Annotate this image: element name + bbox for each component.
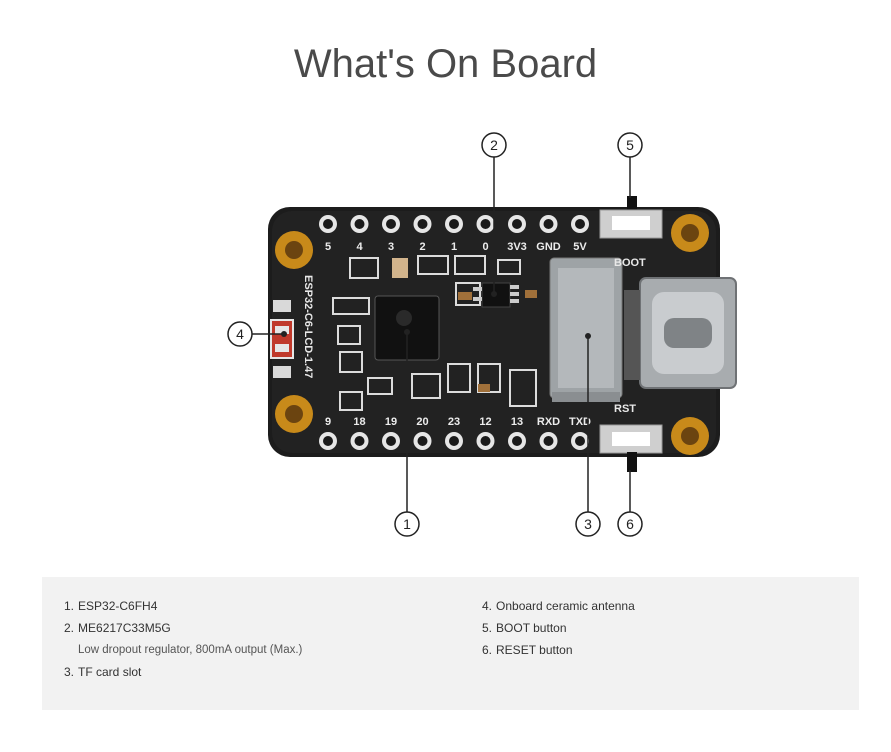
legend-item-6: 6.RESET button (482, 643, 573, 657)
svg-text:6: 6 (626, 516, 634, 532)
bottom-pin-hole-center-2 (386, 436, 396, 446)
callout-5: 5 (617, 132, 643, 158)
legend-item-5: 5.BOOT button (482, 621, 567, 635)
bottom-pin-label-8: TXD (569, 416, 591, 428)
top-pin-label-5: 0 (482, 241, 488, 253)
callout-6: 6 (617, 511, 643, 537)
bottom-pin-hole-center-5 (480, 436, 491, 446)
legend-item-3: 3.TF card slot (64, 665, 142, 679)
top-pin-label-2: 3 (388, 241, 394, 253)
top-pin-label-0: 5 (325, 241, 331, 253)
callout-1: 1 (394, 511, 420, 537)
legend-panel: 1.ESP32-C6FH4 2.ME6217C33M5G Low dropout… (42, 577, 859, 710)
esp32-chip (374, 295, 440, 361)
bottom-pin-hole-center-3 (417, 436, 428, 446)
svg-text:3: 3 (584, 516, 592, 532)
top-pin-hole-center-7 (543, 219, 554, 229)
ceramic-antenna (270, 300, 294, 378)
bottom-pin-labels: 9 18 19 20 23 12 13 RXD TXD (325, 416, 591, 428)
usb-c-connector (624, 277, 737, 389)
svg-text:4: 4 (236, 326, 244, 342)
legend-item-2-description: Low dropout regulator, 800mA output (Max… (78, 644, 303, 656)
svg-text:5: 5 (626, 137, 634, 153)
crystal (392, 258, 408, 278)
bottom-pin-label-3: 20 (416, 416, 428, 428)
top-pin-hole-center-6 (512, 219, 522, 229)
boot-button (599, 196, 663, 239)
callout-dots (281, 291, 591, 339)
top-pin-hole-center-4 (449, 219, 459, 229)
top-pin-label-4: 1 (451, 241, 457, 253)
bottom-pin-hole-center-4 (449, 436, 459, 446)
bottom-pin-hole-center-8 (575, 436, 585, 446)
top-pin-holes (319, 215, 589, 233)
bottom-pin-label-1: 18 (353, 416, 365, 428)
callout-lines (252, 156, 631, 512)
tf-card-slot (549, 257, 623, 402)
bottom-pin-hole-center-7 (543, 436, 554, 446)
top-pin-hole-center-2 (386, 219, 396, 229)
legend-left-column: 1.ESP32-C6FH4 2.ME6217C33M5G Low dropout… (64, 597, 302, 685)
top-pin-label-6: 3V3 (507, 241, 527, 253)
top-pin-labels: 5 4 3 2 1 0 3V3 GND 5V (325, 241, 587, 253)
board-silkscreen-name: ESP32-C6-LCD-1.47 (302, 275, 314, 378)
bottom-pin-hole-center-6 (512, 436, 522, 446)
bottom-pin-label-5: 12 (479, 416, 491, 428)
mounting-holes (275, 214, 709, 455)
bottom-pin-label-4: 23 (448, 416, 460, 428)
bottom-pin-hole-center-0 (323, 436, 333, 446)
callout-3: 3 (575, 511, 601, 537)
top-pin-hole-center-3 (417, 219, 428, 229)
smd-outlines (332, 255, 537, 411)
top-pin-label-7: GND (536, 241, 561, 253)
top-pin-hole-center-1 (354, 219, 365, 229)
rst-label: RST (614, 403, 636, 415)
legend-item-2: 2.ME6217C33M5G (64, 621, 171, 635)
callout-4: 4 (227, 321, 253, 347)
bottom-pin-label-2: 19 (385, 416, 397, 428)
svg-text:2: 2 (490, 137, 498, 153)
legend-item-1: 1.ESP32-C6FH4 (64, 599, 158, 613)
bottom-pin-label-6: 13 (511, 416, 523, 428)
boot-label: BOOT (614, 257, 646, 269)
bottom-pin-label-7: RXD (537, 416, 560, 428)
bottom-pin-holes (319, 432, 589, 450)
top-pin-label-3: 2 (419, 241, 425, 253)
legend-right-column: 4.Onboard ceramic antenna 5.BOOT button … (482, 597, 635, 663)
reset-button (599, 424, 663, 472)
bottom-pin-hole-center-1 (354, 436, 365, 446)
page-title: What's On Board (293, 42, 598, 86)
top-pin-label-1: 4 (356, 241, 363, 253)
top-pin-hole-center-0 (323, 219, 333, 229)
top-pin-hole-center-5 (480, 219, 491, 229)
callout-2: 2 (481, 132, 507, 158)
top-pin-label-8: 5V (573, 241, 587, 253)
bottom-pin-label-0: 9 (325, 416, 331, 428)
svg-text:1: 1 (403, 516, 411, 532)
legend-item-4: 4.Onboard ceramic antenna (482, 599, 635, 613)
top-pin-hole-center-8 (575, 219, 585, 229)
